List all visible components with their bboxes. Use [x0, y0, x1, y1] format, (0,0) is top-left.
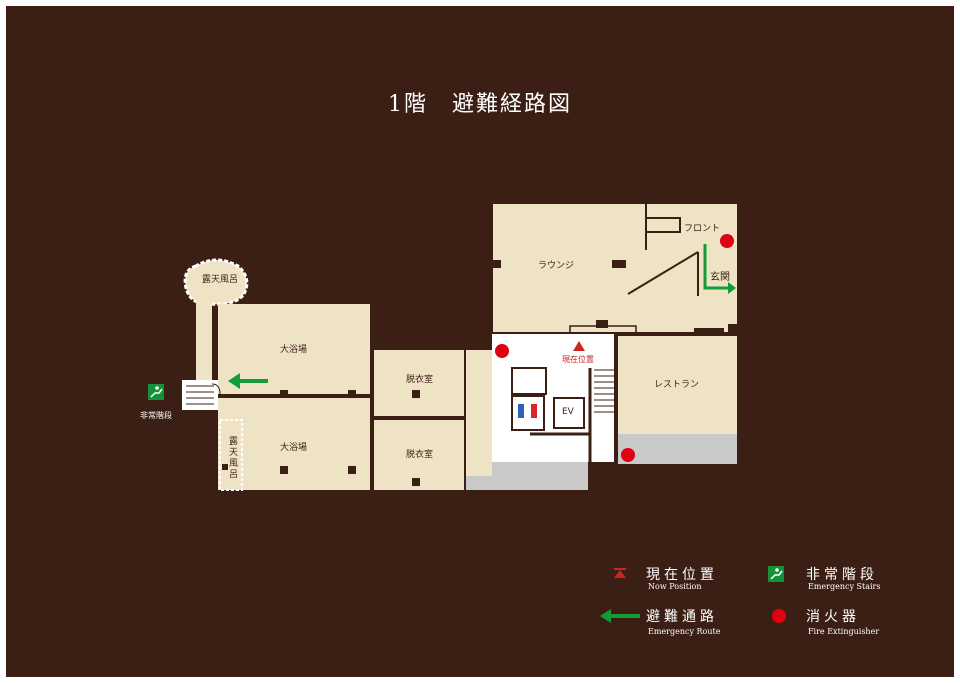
- restaurant-area: [618, 336, 737, 434]
- label-front: フロント: [684, 224, 721, 234]
- outdoor-bath-top-area: [183, 258, 249, 306]
- legend-emergency-stairs-label: 非常階段: [806, 567, 878, 583]
- legend-fire-extinguisher-label: 消火器: [806, 609, 860, 625]
- label-lounge: ラウンジ: [538, 261, 575, 271]
- label-current-position: 現在位置: [562, 355, 594, 364]
- emergency-stairs-icon-map: [148, 384, 164, 400]
- gray-store-left: [466, 476, 492, 490]
- changing-room-top-area: [374, 350, 464, 416]
- stair-block-left: [182, 380, 218, 410]
- legend-now-position-sub: Now Position: [648, 582, 702, 591]
- fire-extinguisher-restaurant: [621, 448, 635, 462]
- legend-now-position-label: 現在位置: [646, 567, 718, 583]
- legend-emergency-route-sub: Emergency Route: [648, 627, 721, 636]
- entrance-route-arrow: [703, 244, 732, 290]
- legend-now-position-icon: [614, 570, 626, 578]
- label-elevator: EV: [562, 407, 574, 417]
- corridor-strip: [466, 350, 492, 476]
- current-position-marker: [573, 341, 585, 351]
- legend-emergency-stairs-sub: Emergency Stairs: [808, 582, 881, 591]
- label-outdoor-bath-bottom: 露天風呂: [227, 436, 237, 480]
- label-emergency-stairs: 非常階段: [140, 411, 172, 420]
- gray-store-center: [492, 462, 588, 490]
- fire-extinguisher-hall: [495, 344, 509, 358]
- legend-route-arrow: [600, 609, 611, 623]
- label-large-bath-bottom: 大浴場: [280, 443, 308, 453]
- outdoor-bath-bottom-area: [219, 419, 243, 491]
- label-changing-room-top: 脱衣室: [406, 375, 434, 385]
- restroom-icon: [518, 404, 537, 418]
- legend-emergency-route-label: 避難通路: [646, 609, 718, 625]
- legend-emergency-stairs-icon: [768, 566, 784, 582]
- gray-store-right: [618, 434, 737, 464]
- map-title: 1階 避難経路図: [388, 92, 572, 117]
- label-changing-room-bottom: 脱衣室: [406, 450, 434, 460]
- label-entrance: 玄関: [710, 272, 730, 283]
- label-outdoor-bath-top: 露天風呂: [202, 275, 239, 285]
- label-restaurant: レストラン: [654, 380, 700, 390]
- fire-extinguisher-front: [720, 234, 734, 248]
- legend-fire-extinguisher-sub: Fire Extinguisher: [808, 627, 880, 636]
- evacuation-arrow-left: [228, 373, 240, 389]
- label-large-bath-top: 大浴場: [280, 345, 308, 355]
- large-bath-bottom-area: [218, 398, 370, 490]
- legend-fire-extinguisher-icon: [772, 609, 786, 623]
- bath-walkway: [196, 300, 212, 400]
